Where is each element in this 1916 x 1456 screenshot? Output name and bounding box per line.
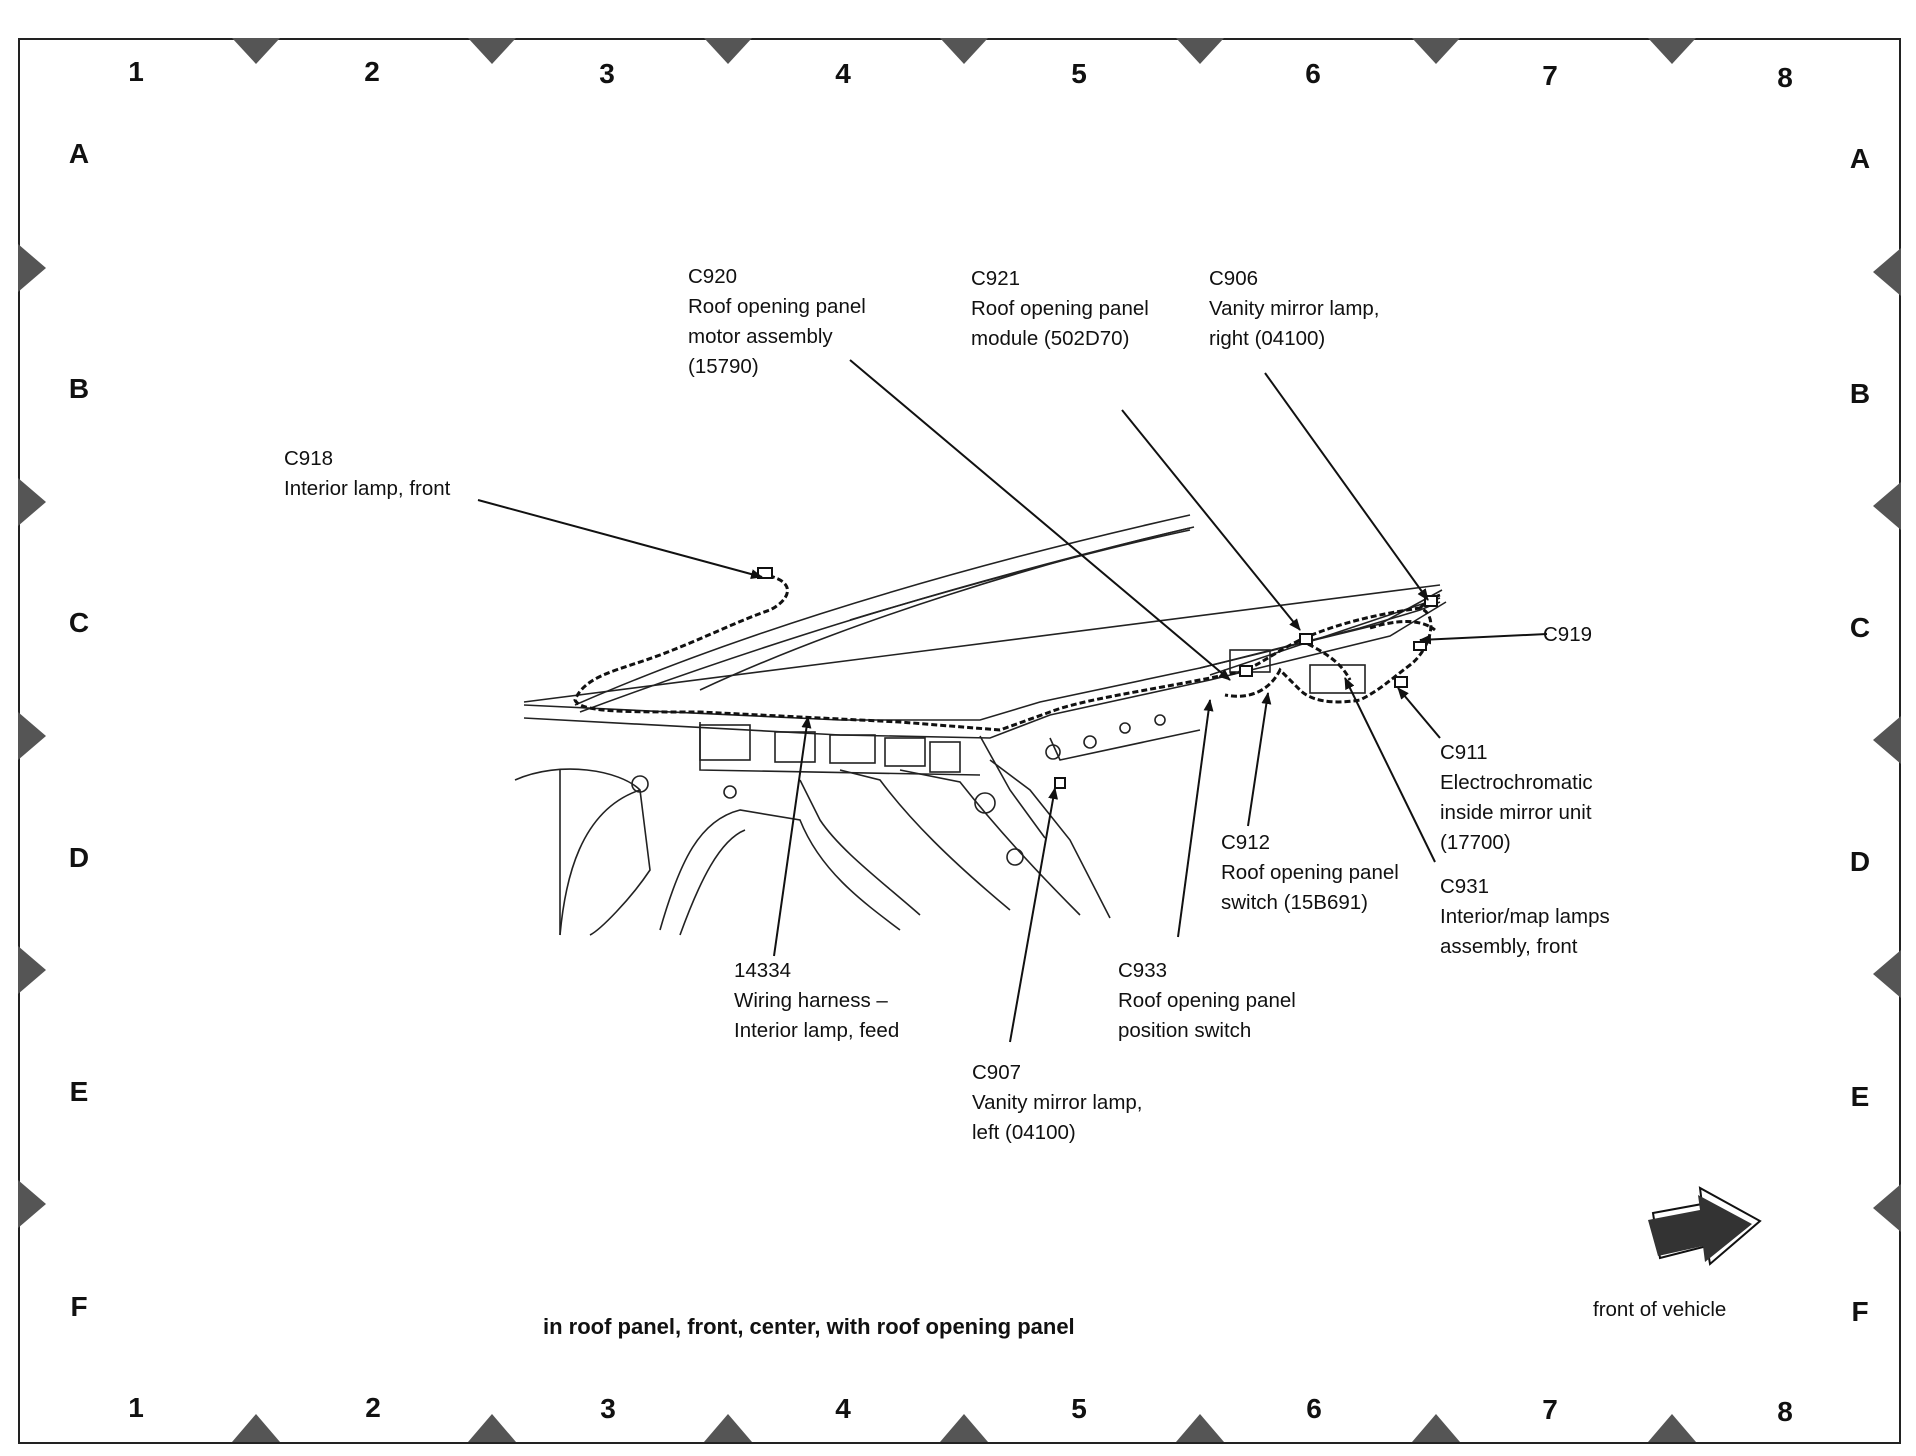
callout-c921-code: C921 [971,267,1021,290]
callout-c933: C933 Roof opening panel position switch [1118,956,1296,1046]
front-of-vehicle-arrow-icon [1648,1186,1762,1266]
callout-c906-desc: Vanity mirror lamp, right (04100) [1209,297,1380,350]
callout-14334-desc: Wiring harness – Interior lamp, feed [734,989,900,1042]
callout-c920-code: C920 [688,265,738,288]
callout-c912-desc: Roof opening panel switch (15B691) [1221,861,1399,914]
connector-shapes [757,567,1438,789]
grid-col-top-1: 1 [128,56,144,87]
grid-col-top-8: 8 [1777,62,1793,93]
grid-col-bottom-4: 4 [835,1393,851,1424]
callout-c906: C906 Vanity mirror lamp, right (04100) [1209,264,1380,354]
grid-col-top-7: 7 [1542,60,1558,91]
grid-row-left-e: E [69,1076,89,1107]
callout-c907-desc: Vanity mirror lamp, left (04100) [972,1091,1143,1144]
callout-c931-desc: Interior/map lamps assembly, front [1440,905,1610,958]
callout-c919-code: C919 [1543,623,1593,646]
callout-c911: C911 Electrochromatic inside mirror unit… [1440,738,1593,858]
grid-row-right-f: F [1851,1296,1869,1327]
grid-row-left-f: F [70,1291,88,1322]
grid-row-right-d: D [1849,846,1871,877]
callout-c921-desc: Roof opening panel module (502D70) [971,297,1149,350]
callout-14334: 14334 Wiring harness – Interior lamp, fe… [734,956,899,1046]
grid-row-left-a: A [68,138,90,169]
frame-markers [18,38,1901,1442]
diagram-caption: in roof panel, front, center, with roof … [543,1314,1075,1339]
grid-col-top-6: 6 [1305,58,1321,89]
grid-col-top-4: 4 [835,58,851,89]
callout-c918: C918 Interior lamp, front [284,444,450,504]
callout-c911-desc: Electrochromatic inside mirror unit (177… [1440,771,1593,854]
grid-row-right-e: E [1850,1081,1870,1112]
callout-c931: C931 Interior/map lamps assembly, front [1440,872,1610,962]
grid-row-left-b: B [68,373,90,404]
grid-col-bottom-8: 8 [1777,1396,1793,1427]
callout-c907: C907 Vanity mirror lamp, left (04100) [972,1058,1143,1148]
wiring-harness [573,572,1441,732]
front-of-vehicle-label: front of vehicle [1593,1298,1727,1321]
grid-col-bottom-1: 1 [128,1392,144,1423]
grid-row-right-b: B [1849,378,1871,409]
callout-c921: C921 Roof opening panel module (502D70) [971,264,1149,354]
grid-col-top-5: 5 [1071,58,1087,89]
callout-c911-code: C911 [1440,741,1488,764]
callout-c920: C920 Roof opening panel motor assembly (… [688,262,866,382]
grid-col-bottom-5: 5 [1071,1393,1087,1424]
callout-c920-desc: Roof opening panel motor assembly (15790… [688,295,866,378]
grid-col-top-2: 2 [364,56,380,87]
grid-row-right-c: C [1849,612,1871,643]
callout-c918-desc: Interior lamp, front [284,477,451,500]
callout-14334-code: 14334 [734,959,792,982]
roof-structure [514,514,1447,936]
callout-c933-code: C933 [1118,959,1168,982]
callout-c931-code: C931 [1440,875,1490,898]
grid-row-left-c: C [68,607,90,638]
grid-col-bottom-2: 2 [365,1392,381,1423]
callout-c933-desc: Roof opening panel position switch [1118,989,1296,1042]
leader-lines [477,359,1548,1043]
grid-row-right-a: A [1849,143,1871,174]
grid-col-bottom-3: 3 [600,1393,616,1424]
callout-c919: C919 [1543,620,1592,650]
callout-c912: C912 Roof opening panel switch (15B691) [1221,828,1399,918]
callout-c906-code: C906 [1209,267,1259,290]
grid-row-left-d: D [68,842,90,873]
callout-c907-code: C907 [972,1061,1022,1084]
callout-c918-code: C918 [284,447,334,470]
grid-col-top-3: 3 [599,58,615,89]
grid-col-bottom-7: 7 [1542,1394,1558,1425]
callout-c912-code: C912 [1221,831,1271,854]
grid-col-bottom-6: 6 [1306,1393,1322,1424]
